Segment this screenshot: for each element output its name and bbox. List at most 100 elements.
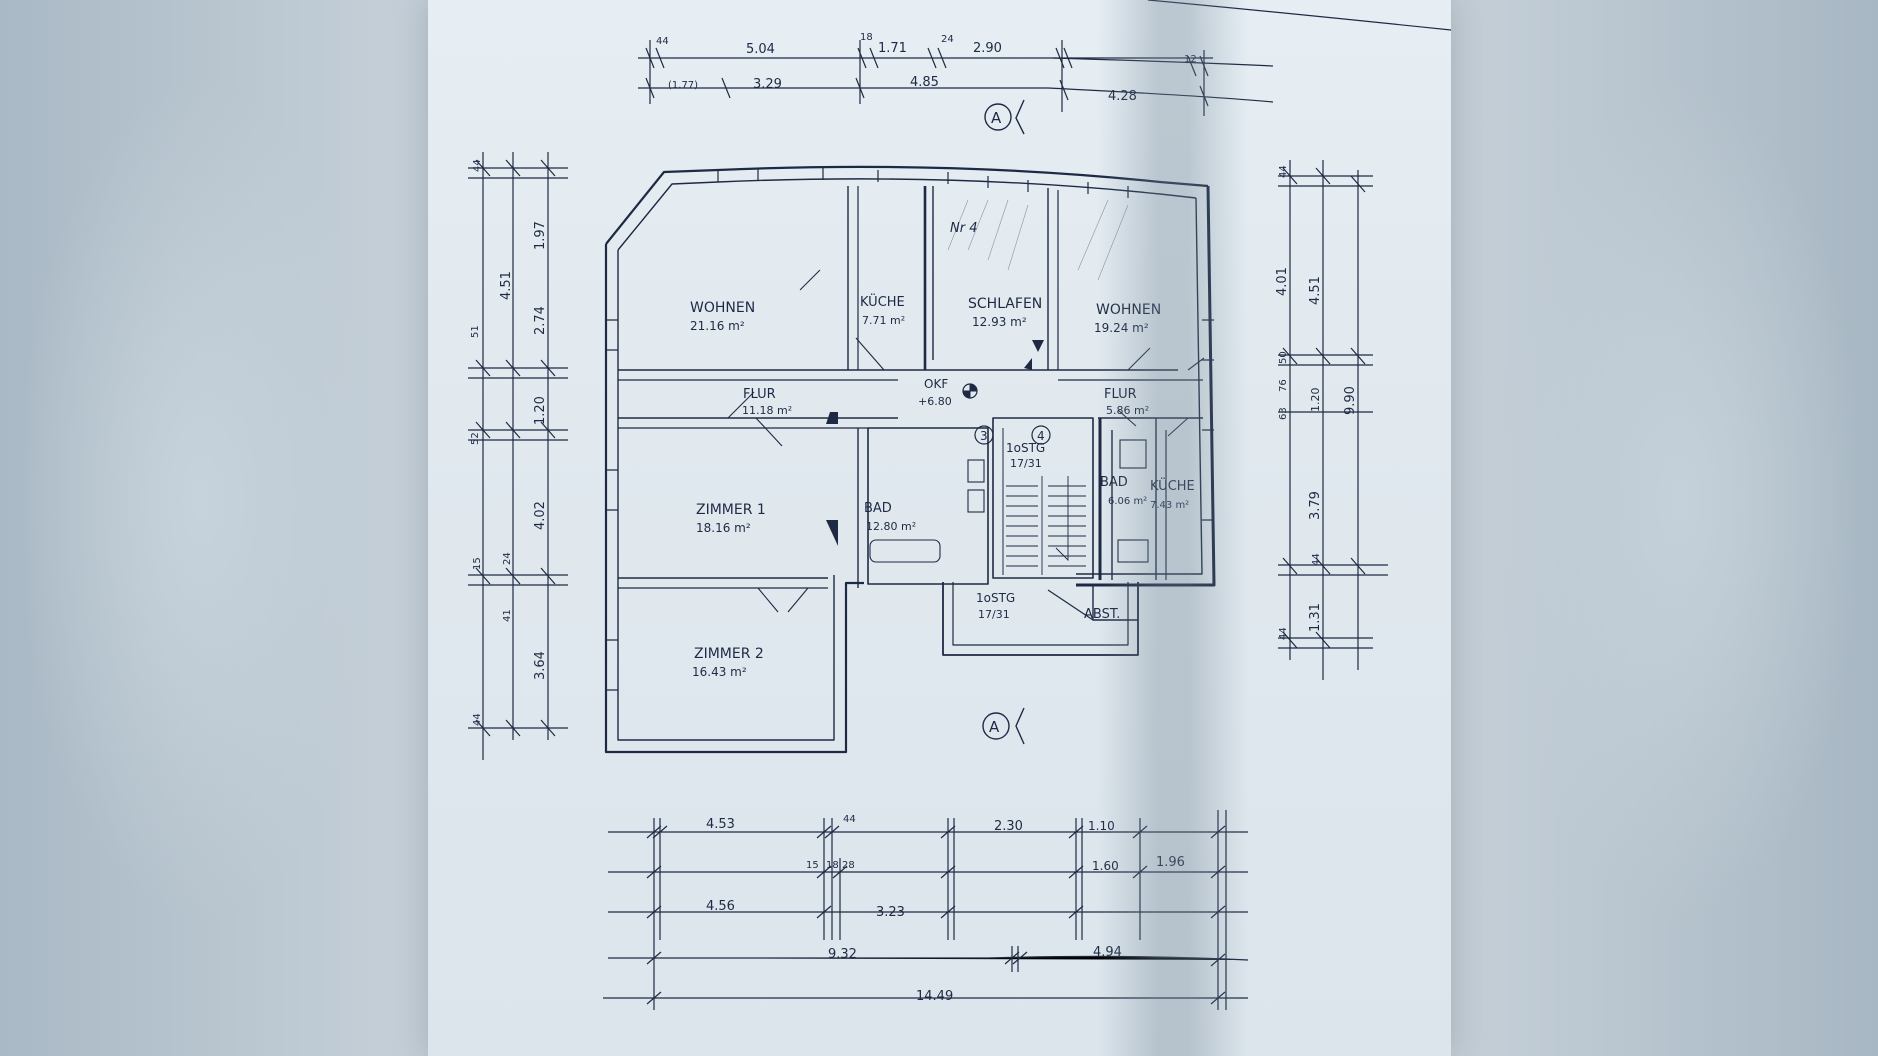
room-wohnen-left-area: 21.16 m² bbox=[690, 319, 745, 333]
handwritten-note: Nr 4 bbox=[950, 221, 977, 236]
dim-top-r1-4: 24 bbox=[941, 34, 954, 45]
apartment-number-4: 4 bbox=[1037, 429, 1045, 443]
dim-left-m-5: 3.64 bbox=[533, 651, 548, 680]
room-kueche-left-area: 7.71 m² bbox=[862, 314, 905, 327]
dim-left-o-5: 41 bbox=[502, 609, 513, 622]
section-mark-top-circle bbox=[984, 103, 1012, 131]
dim-left-o-4: 15 bbox=[472, 557, 483, 570]
sheet-edge-line bbox=[1147, 0, 1451, 31]
dim-right-m-0: 4.51 bbox=[1308, 276, 1323, 305]
stair-lower-steps: 17/31 bbox=[978, 608, 1010, 621]
wall-hatching bbox=[947, 199, 1129, 281]
dim-left-o-3: 52 bbox=[470, 432, 481, 445]
room-flur-right-name: FLUR bbox=[1104, 387, 1137, 402]
okf-level: +6.80 bbox=[918, 395, 952, 408]
dim-right-i-4: 63 bbox=[1278, 407, 1289, 420]
dim-top-r2-0: (1.77) bbox=[668, 80, 698, 91]
dim-left-o-0: 44 bbox=[472, 159, 483, 172]
stair-upper-steps: 17/31 bbox=[1010, 457, 1042, 470]
dim-bottom-r2-2: 28 bbox=[842, 860, 855, 871]
room-wohnen-right-name: WOHNEN bbox=[1096, 302, 1161, 318]
room-kueche-left-name: KÜCHE bbox=[860, 293, 905, 310]
section-mark-top: A bbox=[991, 109, 1002, 127]
room-labels: WOHNEN 21.16 m² KÜCHE 7.71 m² SCHLAFEN 1… bbox=[690, 293, 1195, 679]
dim-right-i-0: 44 bbox=[1278, 165, 1289, 178]
dim-bottom-r5-0: 14.49 bbox=[916, 989, 953, 1004]
okf-label: OKF bbox=[924, 377, 948, 391]
dim-bottom-r2-4: 1.96 bbox=[1156, 855, 1185, 870]
dim-top-r1-3: 1.71 bbox=[878, 41, 907, 56]
dim-bottom-r1-0: 4.53 bbox=[706, 817, 735, 832]
dim-left-m-3: 4.02 bbox=[533, 501, 548, 530]
dim-bottom-r2-0: 15 bbox=[806, 860, 819, 871]
room-bad-right-name: BAD bbox=[1100, 475, 1128, 490]
apartment-number-3: 3 bbox=[980, 429, 988, 443]
floor-plan-sheet: 44 5.04 18 1.71 24 2.90 12 (1.77) 3.29 4… bbox=[428, 0, 1451, 1056]
section-mark-bottom-circle bbox=[982, 712, 1010, 740]
dim-bottom-r1-2: 2.30 bbox=[994, 819, 1023, 834]
dim-right-i-2: 50 bbox=[1278, 351, 1289, 364]
dim-bottom-r3-1: 3.23 bbox=[876, 905, 905, 920]
dim-left-m-2: 1.20 bbox=[533, 396, 548, 425]
bottom-dimensions bbox=[603, 810, 1249, 1010]
room-zimmer2-name: ZIMMER 2 bbox=[694, 646, 764, 662]
dim-top-r2-2: 4.85 bbox=[910, 75, 939, 90]
section-mark-bottom-arrow bbox=[1015, 707, 1025, 745]
apartment-number-3-circle bbox=[974, 425, 994, 445]
room-bad-left-area: 12.80 m² bbox=[866, 520, 916, 533]
dim-right-m-2: 9.90 bbox=[1343, 386, 1358, 415]
dim-right-m-1: 1.20 bbox=[1309, 388, 1322, 413]
dim-top-r1-5: 2.90 bbox=[973, 41, 1002, 56]
left-dimension-labels: 44 4.51 51 52 15 41 44 1.97 2.74 1.20 4.… bbox=[470, 159, 548, 726]
dim-top-r2-1: 3.29 bbox=[753, 77, 782, 92]
room-zimmer1-area: 18.16 m² bbox=[696, 521, 751, 535]
dim-bottom-r4-0: 9.32 bbox=[828, 947, 857, 962]
room-schlafen-name: SCHLAFEN bbox=[968, 296, 1042, 312]
section-mark-bottom: A bbox=[989, 718, 1000, 736]
dim-left-m-0: 1.97 bbox=[533, 221, 548, 250]
room-flur-right-area: 5.86 m² bbox=[1106, 404, 1149, 417]
room-kueche-right-name: KÜCHE bbox=[1150, 477, 1195, 494]
right-dimensions bbox=[1278, 160, 1388, 680]
room-zimmer1-name: ZIMMER 1 bbox=[696, 502, 766, 518]
room-flur-left-area: 11.18 m² bbox=[742, 404, 792, 417]
room-flur-left-name: FLUR bbox=[743, 387, 776, 402]
dim-left-o-6: 44 bbox=[472, 713, 483, 726]
dim-right-i-3: 76 bbox=[1278, 379, 1289, 392]
dim-top-r2-3: 4.28 bbox=[1108, 89, 1137, 104]
room-kueche-right-area: 7.43 m² bbox=[1150, 500, 1189, 511]
dim-bottom-r4-1: 4.94 bbox=[1093, 945, 1122, 960]
dim-bottom-r3-0: 4.56 bbox=[706, 899, 735, 914]
dim-bottom-r1-3: 1.10 bbox=[1088, 819, 1115, 833]
room-abst-name: ABST. bbox=[1084, 607, 1120, 622]
room-wohnen-left-name: WOHNEN bbox=[690, 300, 755, 316]
stair-upper-label: 1oSTG bbox=[1006, 441, 1045, 455]
dim-top-r1-0: 44 bbox=[656, 36, 669, 47]
building-walls bbox=[604, 165, 1216, 754]
left-dimensions bbox=[468, 152, 568, 760]
bath-fixtures bbox=[869, 439, 1149, 563]
floor-plan-drawing: 44 5.04 18 1.71 24 2.90 12 (1.77) 3.29 4… bbox=[468, 0, 1451, 1010]
dim-top-r1-6: 12 bbox=[1184, 54, 1197, 65]
dim-right-i-1: 4.01 bbox=[1275, 267, 1290, 296]
dim-bottom-r2-1: 18 bbox=[826, 860, 839, 871]
dim-top-r1-1: 5.04 bbox=[746, 42, 775, 57]
dim-bottom-r2-3: 1.60 bbox=[1092, 859, 1119, 873]
dim-left-m-4: 24 bbox=[502, 552, 513, 565]
stair-lower-label: 1oSTG bbox=[976, 591, 1015, 605]
level-marker-symbol bbox=[962, 383, 978, 399]
dim-bottom-r1-1: 44 bbox=[843, 814, 856, 825]
dim-top-r1-2: 18 bbox=[860, 32, 873, 43]
bottom-dimension-labels: 4.53 44 2.30 1.10 15 18 28 1.60 1.96 4.5… bbox=[706, 814, 1185, 1004]
apartment-number-4-circle bbox=[1031, 425, 1051, 445]
dim-right-i-7: 1.31 bbox=[1308, 603, 1323, 632]
top-dimensions: 44 5.04 18 1.71 24 2.90 12 (1.77) 3.29 4… bbox=[638, 32, 1274, 135]
staircase-steps bbox=[1006, 476, 1086, 575]
room-wohnen-right-area: 19.24 m² bbox=[1094, 321, 1149, 335]
room-zimmer2-area: 16.43 m² bbox=[692, 665, 747, 679]
dim-left-m-1: 2.74 bbox=[533, 306, 548, 335]
room-bad-right-area: 6.06 m² bbox=[1108, 496, 1147, 507]
dim-right-i-6: 44 bbox=[1311, 553, 1322, 566]
dim-right-i-5: 3.79 bbox=[1308, 491, 1323, 520]
wall-markers bbox=[826, 340, 1044, 546]
